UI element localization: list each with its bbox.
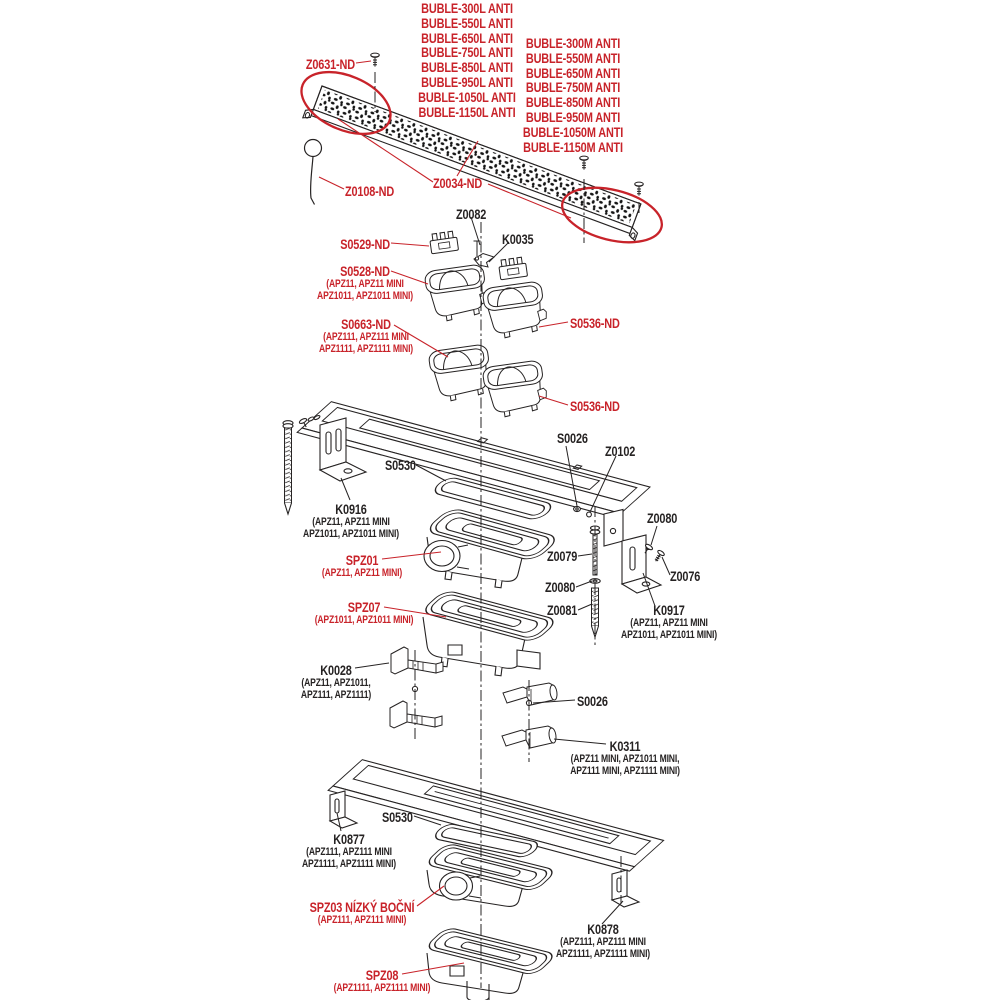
part-insert-clips	[429, 230, 528, 281]
label-k0311: K0311 (APZ11 MINI, APZ1011 MINI, APZ111 …	[570, 738, 680, 777]
label-z0108: Z0108-ND	[345, 183, 395, 199]
label-s0530-upper: S0530	[385, 457, 416, 473]
label-s0663: S0663-ND (APZ111, APZ111 MINI APZ1111, A…	[318, 316, 414, 355]
label-spz07: SPZ07 (APZ1011, APZ1011 MINI)	[314, 599, 414, 626]
label-k0917: K0917 (APZ11, APZ11 MINI APZ1011, APZ101…	[621, 602, 717, 641]
screw-right-1	[579, 155, 589, 171]
label-spz03: SPZ03 NÍZKÝ BOČNÍ (APZ111, APZ111 MINI)	[309, 899, 415, 926]
screw-z0631	[370, 52, 380, 68]
part-trap-lower-right	[481, 359, 550, 420]
label-s0026-frame: S0026	[557, 430, 588, 446]
label-s0536-lower: S0536-ND	[570, 398, 620, 414]
label-k0878: K0878 (APZ111, APZ111 MINI APZ1111, APZ1…	[555, 921, 651, 960]
label-z0034: Z0034-ND	[433, 175, 483, 191]
part-grate	[301, 85, 642, 242]
part-spz03	[426, 844, 553, 907]
part-gasket-upper	[434, 477, 552, 520]
label-s0026-clip: S0026	[577, 693, 608, 709]
screw-right-2	[634, 181, 644, 197]
black-leader-lines	[336, 216, 671, 925]
label-list-buble-m: BUBLE-300M ANTI BUBLE-550M ANTI BUBLE-65…	[522, 35, 624, 155]
part-clip-k0028-bottom	[389, 700, 443, 729]
label-list-buble-l: BUBLE-300L ANTI BUBLE-550L ANTI BUBLE-65…	[418, 0, 516, 120]
label-k0877: K0877 (APZ111, APZ111 MINI APZ1111, APZ1…	[301, 831, 397, 870]
label-z0631: Z0631-ND	[305, 56, 355, 72]
label-s0536-upper: S0536-ND	[570, 315, 620, 331]
label-spz08: SPZ08 (APZ1111, APZ1111 MINI)	[333, 967, 431, 994]
label-z0080-left: Z0080	[545, 579, 576, 595]
red-leader-lines	[318, 60, 572, 975]
label-z0081: Z0081	[547, 602, 578, 618]
part-spz01	[423, 509, 555, 589]
center-lines	[374, 72, 640, 988]
label-z0082: Z0082	[456, 206, 487, 222]
label-z0076: Z0076	[670, 568, 701, 584]
part-spz07	[422, 591, 554, 677]
label-k0035: K0035	[502, 231, 534, 247]
label-s0529: S0529-ND	[340, 236, 390, 252]
label-spz01: SPZ01 (APZ11, APZ11 MINI)	[321, 552, 403, 579]
label-z0102: Z0102	[605, 443, 636, 459]
label-k0916: K0916 (APZ11, APZ11 MINI APZ1011, APZ101…	[303, 501, 399, 540]
part-hook-z0108	[303, 138, 323, 205]
label-z0079: Z0079	[547, 548, 578, 564]
label-s0528: S0528-ND (APZ11, APZ11 MINI APZ1011, APZ…	[317, 263, 413, 302]
label-z0080-right: Z0080	[647, 510, 678, 526]
part-gasket-lower	[435, 823, 538, 858]
label-s0530-lower: S0530	[382, 809, 413, 825]
highlight-ellipses	[300, 70, 664, 244]
part-spz08	[426, 928, 553, 1000]
part-trap-upper-right	[481, 280, 550, 341]
label-k0028: K0028 (APZ11, APZ1011, APZ111, APZ1111)	[300, 662, 372, 701]
